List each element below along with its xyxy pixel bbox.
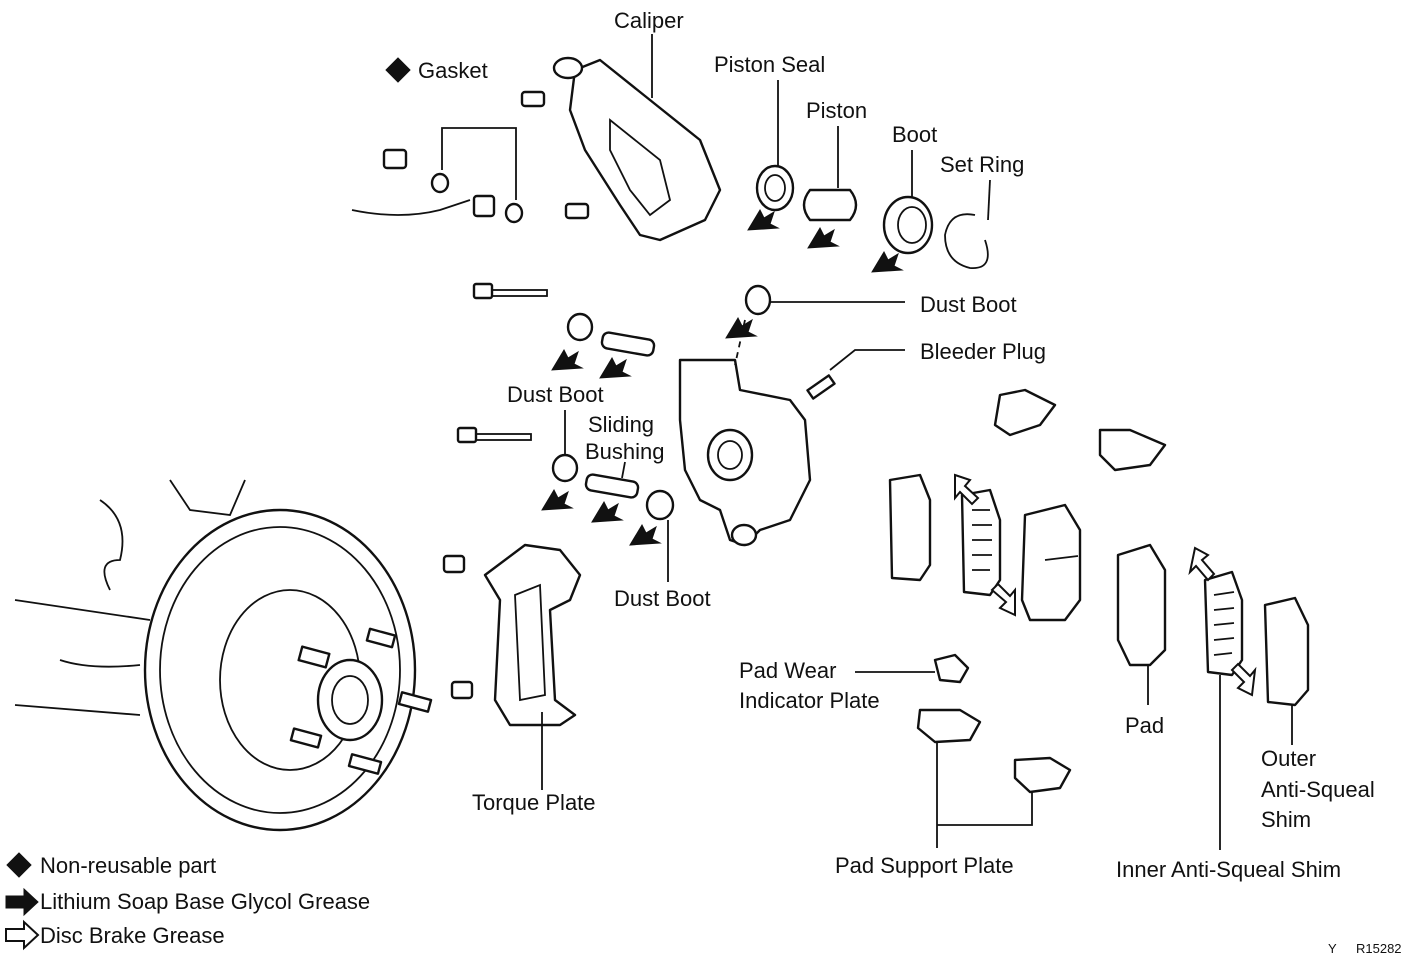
- bleeder-plug-label: Bleeder Plug: [920, 339, 1046, 364]
- bleeder-plug-part: [806, 374, 836, 400]
- disc-rotor: [14, 479, 433, 832]
- inner-shim-label: Inner Anti-Squeal Shim: [1116, 857, 1341, 882]
- set-ring-label: Set Ring: [940, 152, 1024, 177]
- brake-hose: [351, 90, 590, 224]
- solid-arrow-icon: [629, 523, 662, 546]
- legend-non-reusable: Non-reusable part: [40, 853, 216, 878]
- bolt-lower: [456, 426, 532, 444]
- set-ring-leader: [987, 179, 991, 221]
- solid-arrow-icon: [725, 316, 758, 339]
- piston-label: Piston: [806, 98, 867, 123]
- sliding-bushing-lower: [584, 473, 640, 499]
- boot-part: [882, 195, 934, 255]
- solid-arrow-icon: [541, 488, 574, 511]
- open-arrow-icon: [990, 582, 1016, 617]
- dust-boot-top-label: Dust Boot: [920, 292, 1017, 317]
- solid-arrow-icon: [807, 226, 840, 249]
- pad-wear-label-line1: Pad Wear: [739, 658, 836, 683]
- dust-boot-left-label: Dust Boot: [507, 382, 604, 407]
- boot-label: Boot: [892, 122, 937, 147]
- figure-code: R15282: [1356, 941, 1402, 956]
- diamond-icon: [6, 852, 32, 878]
- gasket-leader: [441, 127, 517, 200]
- dust-boot-bottom-label: Dust Boot: [614, 586, 711, 611]
- piston-seal-label: Piston Seal: [714, 52, 825, 77]
- solid-arrow-icon: [871, 250, 904, 273]
- solid-arrow-icon: [551, 348, 584, 371]
- caliper-part: [552, 56, 722, 242]
- pad-support-leader: [936, 742, 1033, 848]
- pad-left: [1020, 503, 1082, 622]
- solid-arrow-icon: [599, 356, 632, 379]
- legend-disc-brake-grease: Disc Brake Grease: [40, 923, 225, 948]
- set-ring-part: [944, 213, 989, 269]
- bolt-upper: [472, 282, 548, 300]
- caliper-body: [678, 319, 812, 547]
- figure-code-letter: Y: [1328, 941, 1337, 956]
- inner-shim-right: [1203, 570, 1244, 677]
- open-arrow-icon: [5, 919, 40, 951]
- outer-shim-label-line1: Outer: [1261, 746, 1316, 771]
- gasket-label: Gasket: [418, 58, 488, 83]
- torque-plate-label: Torque Plate: [472, 790, 596, 815]
- dust-boot-bottom-part: [645, 489, 675, 521]
- outer-shim-label-line2: Anti-Squeal: [1261, 777, 1375, 802]
- pad-wear-label-line2: Indicator Plate: [739, 688, 880, 713]
- pad-support-plate-label: Pad Support Plate: [835, 853, 1014, 878]
- diamond-icon: [385, 57, 411, 83]
- sliding-bushing-label-line2: Bushing: [585, 439, 665, 464]
- pad-support-bracket-top: [993, 388, 1167, 472]
- pad-right: [1116, 543, 1167, 667]
- dust-boot-top-part: [744, 284, 772, 316]
- piston-seal-part: [755, 164, 795, 212]
- dust-boot-lower-part: [551, 453, 579, 483]
- sliding-bushing-label-line1: Sliding: [588, 412, 654, 437]
- piston-part: [802, 188, 858, 222]
- open-arrow-icon: [1230, 662, 1257, 697]
- sliding-bushing-upper: [600, 331, 656, 357]
- dust-boot-upper-part: [566, 312, 594, 342]
- torque-plate-part: [442, 543, 582, 727]
- outer-shim-right: [1263, 596, 1310, 707]
- sliding-bushing-leader: [621, 461, 626, 479]
- pad-support-plate-part: [916, 708, 1072, 794]
- solid-arrow-icon: [747, 208, 780, 231]
- outer-shim-label-line3: Shim: [1261, 807, 1311, 832]
- caliper-label: Caliper: [614, 8, 684, 33]
- open-arrow-icon: [954, 473, 980, 506]
- outer-shim-left: [888, 473, 932, 582]
- dust-boot-dashed-line: [734, 319, 746, 366]
- solid-arrow-icon: [591, 500, 624, 523]
- solid-arrow-icon: [5, 887, 39, 917]
- open-arrow-icon: [1188, 546, 1216, 582]
- legend: Non-reusable part Lithium Soap Base Glyc…: [5, 852, 370, 951]
- inner-shim-left: [960, 488, 1002, 597]
- legend-lithium-grease: Lithium Soap Base Glycol Grease: [40, 889, 370, 914]
- pad-label: Pad: [1125, 713, 1164, 738]
- pad-wear-indicator-part: [933, 653, 970, 684]
- bleeder-plug-leader: [829, 349, 905, 371]
